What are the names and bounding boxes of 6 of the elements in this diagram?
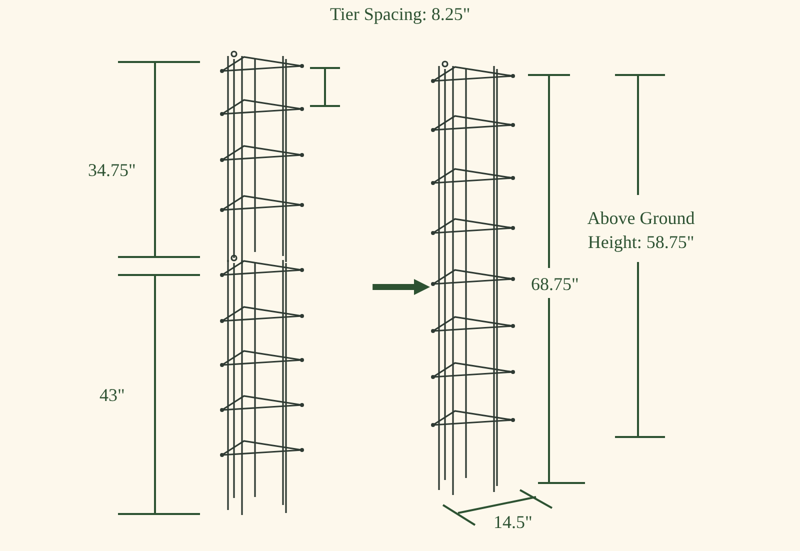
- dimension-label: 14.5": [494, 511, 532, 534]
- dimension-label: 68.75": [531, 273, 579, 296]
- dimension-label: 34.75": [88, 159, 136, 182]
- dimension-label: Above Ground Height: 58.75": [586, 207, 696, 254]
- dimension-label: 43": [100, 384, 125, 407]
- dimension-label: Tier Spacing: 8.25": [330, 3, 470, 26]
